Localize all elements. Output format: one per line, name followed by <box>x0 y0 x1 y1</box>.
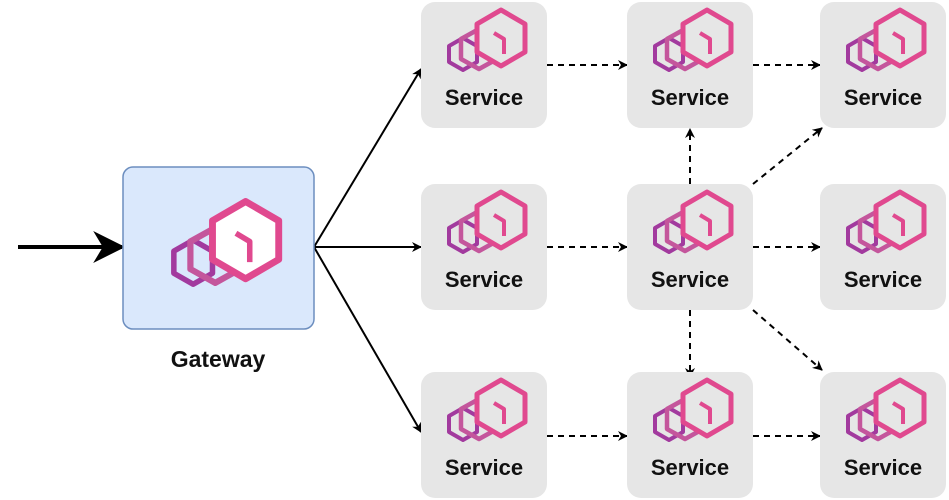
service-node: Service <box>627 2 753 128</box>
edge-s5-to-s9 <box>752 309 823 371</box>
envoy-logo-icon <box>447 7 528 72</box>
service-node: Service <box>421 2 547 128</box>
envoy-logo-icon <box>447 189 528 254</box>
service-node: Service <box>820 2 946 128</box>
envoy-logo-icon <box>653 7 734 72</box>
service-label: Service <box>445 267 523 292</box>
service-node: Service <box>421 184 547 310</box>
envoy-logo-icon <box>653 377 734 442</box>
service-node: Service <box>421 372 547 498</box>
envoy-logo-icon <box>846 7 927 72</box>
gateway-label: Gateway <box>171 346 266 372</box>
service-label: Service <box>651 85 729 110</box>
service-label: Service <box>844 455 922 480</box>
envoy-logo-icon <box>846 189 927 254</box>
edge-gateway-to-s7 <box>313 246 422 433</box>
service-label: Service <box>844 85 922 110</box>
envoy-logo-icon <box>846 377 927 442</box>
service-label: Service <box>445 85 523 110</box>
envoy-logo-icon <box>653 189 734 254</box>
service-node: Service <box>820 372 946 498</box>
envoy-logo-icon <box>447 377 528 442</box>
service-label: Service <box>651 455 729 480</box>
edges <box>18 60 823 441</box>
service-node: Service <box>627 372 753 498</box>
service-label: Service <box>844 267 922 292</box>
service-label: Service <box>651 267 729 292</box>
gateway-node: Gateway <box>122 166 315 372</box>
service-node: Service <box>820 184 946 310</box>
edge-gateway-to-s1 <box>313 68 422 248</box>
service-node: Service <box>627 184 753 310</box>
service-label: Service <box>445 455 523 480</box>
envoy-logo-icon <box>171 198 283 288</box>
edge-s5-to-s3 <box>752 127 823 185</box>
